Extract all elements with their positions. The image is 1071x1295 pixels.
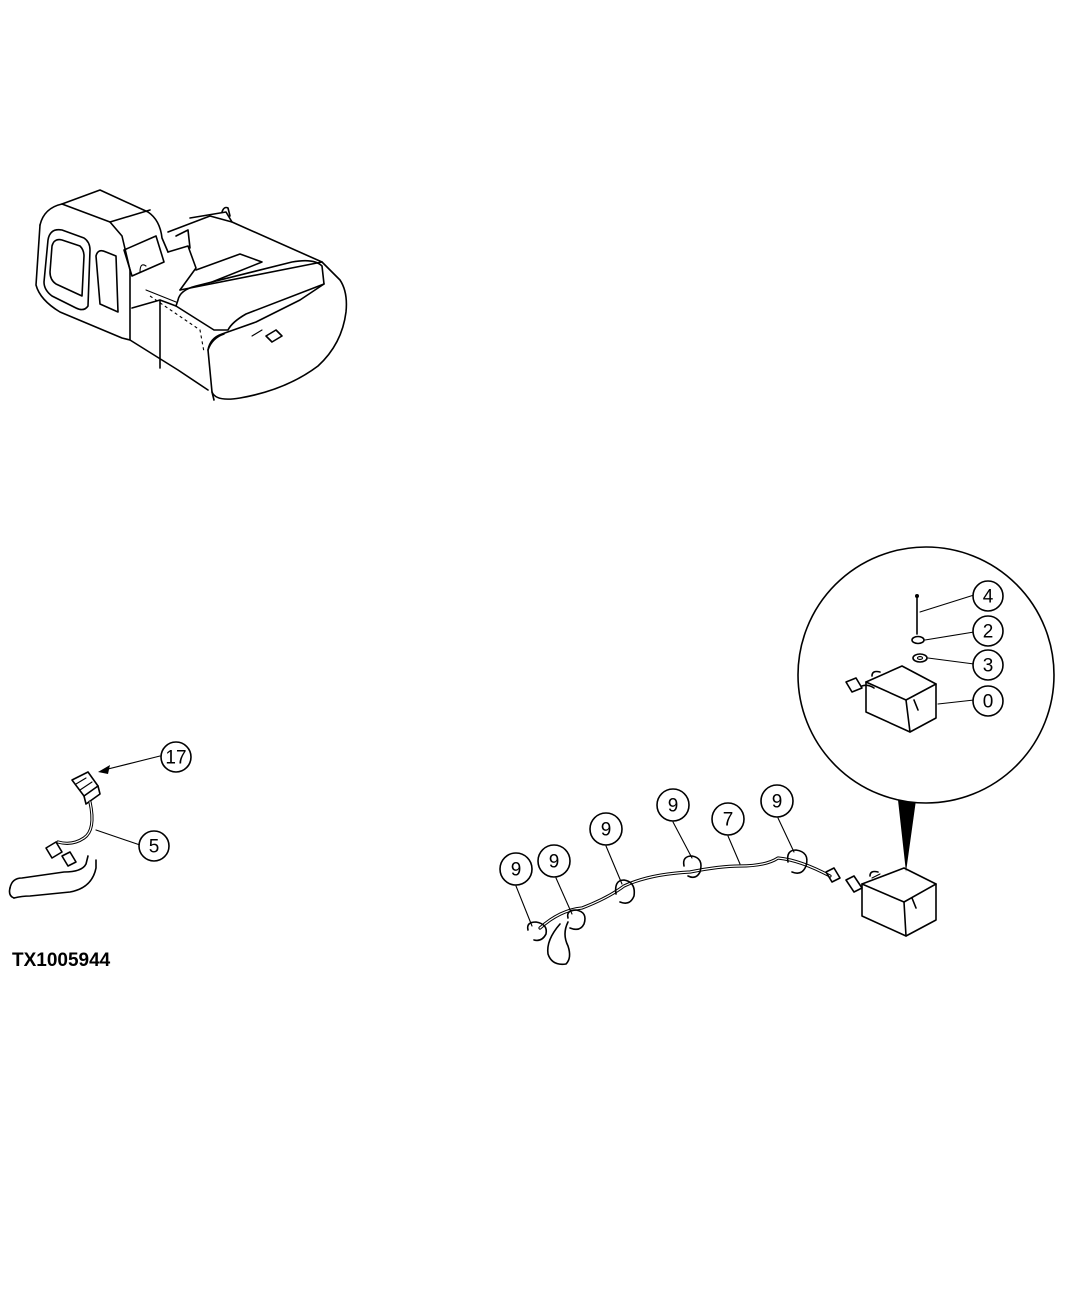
excavator-illustration	[35, 189, 348, 401]
callout-17-label: 17	[165, 748, 186, 769]
callout-9: 9	[760, 784, 794, 818]
figure-id: TX1005944	[12, 950, 111, 971]
callout-0-label: 0	[983, 692, 994, 713]
callout-17: 17	[160, 741, 192, 773]
callout-9-label: 9	[772, 792, 783, 813]
detail-view	[797, 546, 1055, 804]
callout-9-label: 9	[549, 852, 560, 873]
callout-3: 3	[972, 649, 1004, 681]
callout-9: 9	[537, 844, 571, 878]
callout-9-label: 9	[668, 796, 679, 817]
callout-9-label: 9	[511, 860, 522, 881]
callout-3-label: 3	[983, 656, 994, 677]
callout-9-label: 9	[601, 820, 612, 841]
callout-9: 9	[589, 812, 623, 846]
callout-4: 4	[972, 580, 1004, 612]
callout-7-label: 7	[723, 810, 734, 831]
callout-2: 2	[972, 615, 1004, 647]
callout-5-label: 5	[149, 837, 160, 858]
callout-9: 9	[656, 788, 690, 822]
callout-5: 5	[138, 830, 170, 862]
wiring-harness-illustration	[515, 800, 937, 966]
callout-7: 7	[711, 802, 745, 836]
callout-0: 0	[972, 685, 1004, 717]
callout-4-label: 4	[983, 587, 994, 608]
callout-9: 9	[499, 852, 533, 886]
callout-2-label: 2	[983, 622, 994, 643]
sensor-harness-illustration	[8, 755, 161, 899]
